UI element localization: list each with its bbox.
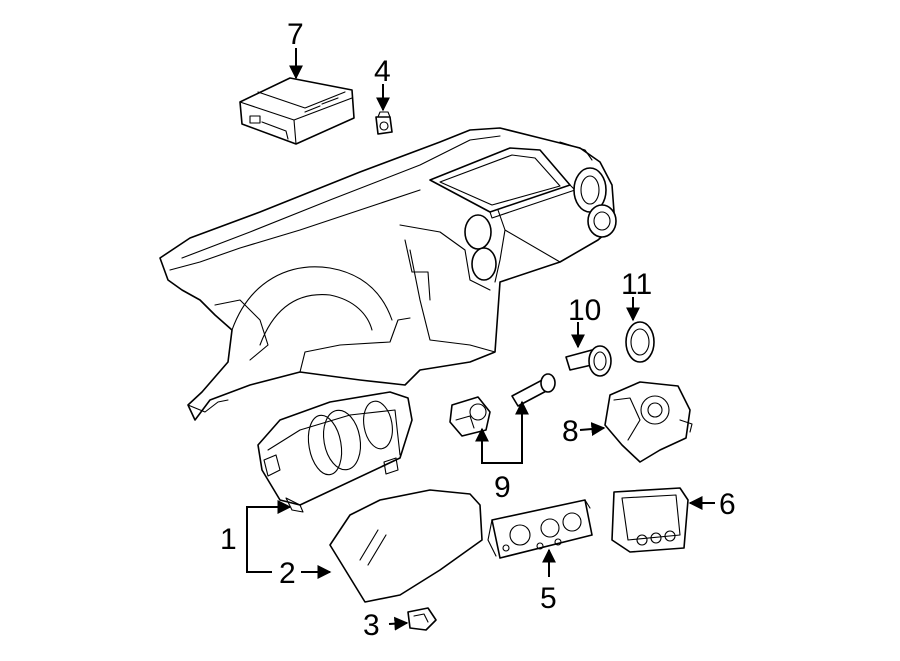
instrument-panel [159, 127, 617, 421]
part-2-cluster-lens [329, 489, 483, 603]
part-10-ring [565, 345, 612, 377]
callout-4: 4 [374, 55, 391, 88]
callout-3: 3 [363, 609, 380, 642]
callout-7: 7 [287, 18, 304, 51]
callout-8: 8 [562, 415, 579, 448]
part-9-ignition-switch [449, 396, 491, 437]
callout-9: 9 [494, 471, 511, 504]
leader-lines [246, 48, 715, 631]
part-1-instrument-cluster [257, 391, 413, 513]
part-9-lock-cylinder [511, 373, 556, 407]
callouts: 1 2 3 4 5 6 7 8 9 10 11 [220, 18, 736, 642]
callout-10: 10 [568, 294, 601, 327]
part-8-combination-switch [604, 381, 693, 463]
part-3-clip [407, 607, 437, 631]
callout-5: 5 [540, 582, 557, 615]
callout-6: 6 [719, 488, 736, 521]
part-4-sensor [375, 111, 393, 135]
callout-11: 11 [621, 268, 652, 301]
part-5-climate-control [487, 499, 593, 559]
part-7-control-module [239, 77, 355, 145]
callout-2: 2 [279, 557, 296, 590]
part-6-bezel [611, 487, 689, 553]
part-11-ring-trim [625, 321, 655, 363]
callout-1: 1 [220, 523, 237, 556]
